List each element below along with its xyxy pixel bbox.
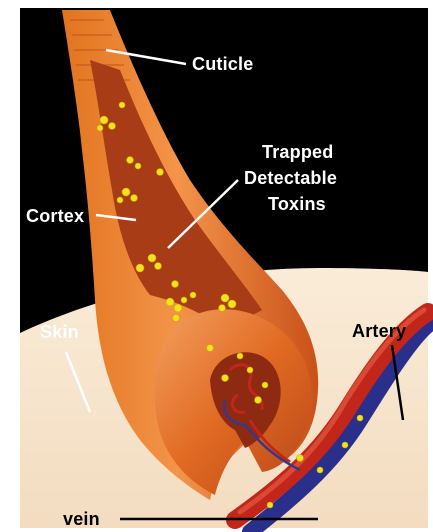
trapped-toxins-label-line3: Toxins bbox=[268, 194, 326, 214]
trapped-toxins-label-line1: Trapped bbox=[262, 142, 333, 162]
skin-label: Skin bbox=[40, 322, 79, 342]
cuticle-label: Cuticle bbox=[192, 54, 253, 74]
artery-label: Artery bbox=[352, 321, 406, 341]
vein-label: vein bbox=[63, 509, 100, 529]
trapped-toxins-label-line2: Detectable bbox=[244, 168, 337, 188]
cortex-label: Cortex bbox=[26, 206, 84, 226]
